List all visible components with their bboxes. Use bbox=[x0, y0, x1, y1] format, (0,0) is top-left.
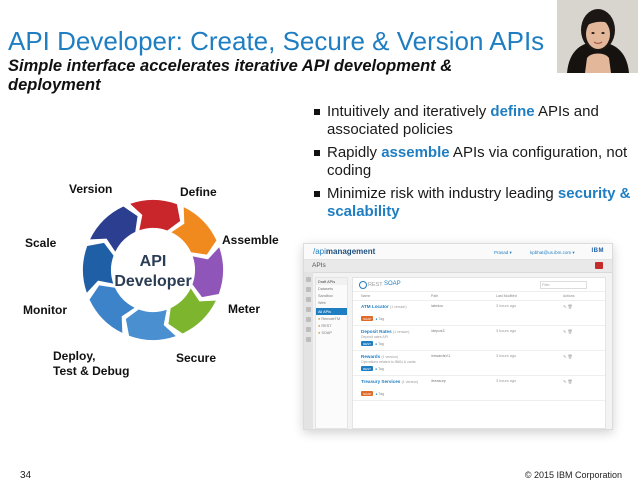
sidebar-item-all-apis[interactable]: All APIs bbox=[316, 308, 347, 315]
bullet-define: Intuitively and iteratively define APIs … bbox=[313, 103, 633, 139]
cycle-segment-monitor bbox=[89, 285, 135, 333]
api-name[interactable]: Deposit Rates (1 version) bbox=[361, 329, 410, 334]
column-last-modified[interactable]: Last Modified bbox=[496, 294, 517, 298]
tab-rest[interactable]: REST bbox=[368, 281, 383, 288]
api-description: Deposit rates API bbox=[361, 335, 389, 339]
sidebar-item-soap[interactable]: SOAP bbox=[316, 329, 347, 336]
row-actions[interactable]: ✎ 🗑 bbox=[563, 354, 573, 359]
page-number: 34 bbox=[20, 470, 32, 481]
cycle-segment-secure bbox=[168, 288, 216, 334]
api-name[interactable]: ATM Locator (1 version) bbox=[361, 304, 407, 309]
api-path: /treasury bbox=[431, 379, 446, 383]
sidebar-item-sandbox[interactable]: Sandbox bbox=[318, 293, 333, 298]
panel-toolbar: REST SOAP Filter bbox=[353, 278, 605, 292]
stage-version: Version bbox=[69, 182, 113, 196]
column-name[interactable]: Name bbox=[361, 294, 371, 298]
stage-meter: Meter bbox=[228, 302, 261, 316]
sidebar-item-web[interactable]: Web bbox=[318, 300, 326, 305]
stage-monitor: Monitor bbox=[23, 303, 67, 317]
api-tags: RESTTag bbox=[361, 341, 384, 347]
products-icon[interactable] bbox=[306, 297, 311, 302]
nav-rail bbox=[304, 272, 313, 429]
settings-icon[interactable] bbox=[306, 327, 311, 332]
sidebar-item-draft-apis[interactable]: Draft APIs bbox=[316, 278, 347, 285]
user-menu[interactable]: Prasad ▾ bbox=[494, 250, 512, 255]
table-row[interactable]: Deposit Rates (1 version) Deposit rates … bbox=[353, 326, 605, 351]
row-actions[interactable]: ✎ 🗑 bbox=[563, 379, 573, 384]
stage-secure: Secure bbox=[176, 351, 217, 365]
api-name[interactable]: Treasury Services (1 version) bbox=[361, 379, 419, 384]
api-modified: 3 hours ago bbox=[496, 379, 517, 383]
stage-deploy: Deploy, bbox=[53, 349, 96, 363]
cycle-segment-meter bbox=[192, 247, 223, 298]
column-actions: Actions bbox=[563, 294, 575, 298]
feature-bullet-list: Intuitively and iteratively define APIs … bbox=[313, 103, 633, 226]
section-title: APIs bbox=[312, 262, 326, 269]
api-modified: 3 hours ago bbox=[496, 304, 517, 308]
stage-define: Define bbox=[180, 185, 217, 199]
highlight-define: define bbox=[490, 103, 535, 120]
api-list-panel: REST SOAP Filter Name Path Last Modified… bbox=[352, 277, 606, 429]
cycle-center bbox=[114, 231, 192, 309]
sidebar-item-rest[interactable]: REST bbox=[316, 322, 347, 329]
api-modified: 3 hours ago bbox=[496, 329, 517, 333]
api-modified: 3 hours ago bbox=[496, 354, 517, 358]
filter-input[interactable]: Filter bbox=[540, 280, 587, 289]
column-path[interactable]: Path bbox=[431, 294, 439, 298]
slide-title: API Developer: Create, Secure & Version … bbox=[8, 26, 545, 56]
api-sidebar: Draft APIs Datasets Sandbox Web All APIs… bbox=[315, 277, 348, 429]
api-tags: SOAPTag bbox=[361, 316, 384, 322]
api-description: Operations related to IBAN & cards bbox=[361, 360, 416, 364]
sidebar-item-datasets[interactable]: Datasets bbox=[318, 286, 333, 291]
ibm-logo: IBM bbox=[591, 248, 604, 254]
presenter-photo bbox=[557, 0, 638, 73]
section-bar: APIs bbox=[304, 260, 612, 273]
api-tags: RESTTag bbox=[361, 366, 384, 372]
api-icon[interactable] bbox=[306, 287, 311, 292]
api-management-logo[interactable]: /apimanagement bbox=[313, 247, 376, 256]
analytics-icon[interactable] bbox=[306, 317, 311, 322]
table-row[interactable]: ATM Locator (1 version) SOAPTag /atmloc … bbox=[353, 301, 605, 326]
api-path: /atmloc bbox=[431, 304, 444, 308]
api-path: /rewardsV1 bbox=[431, 354, 451, 358]
slide-subtitle: Simple interface accelerates iterative A… bbox=[8, 57, 453, 94]
lifecycle-diagram bbox=[0, 170, 300, 390]
cycle-segment-assemble bbox=[171, 207, 217, 255]
row-actions[interactable]: ✎ 🗑 bbox=[563, 304, 573, 309]
table-row[interactable]: Treasury Services (1 version) SOAPTag /t… bbox=[353, 376, 605, 401]
tab-soap[interactable]: SOAP bbox=[384, 280, 401, 287]
bullet-assemble: Rapidly assemble APIs via configuration,… bbox=[313, 144, 633, 180]
api-tags: SOAPTag bbox=[361, 391, 384, 397]
api-name[interactable]: Rewards (1 version) bbox=[361, 354, 398, 359]
app-header: /apimanagement Prasad ▾ kpbhat@us.ibm.co… bbox=[304, 244, 612, 260]
users-icon[interactable] bbox=[306, 337, 311, 342]
highlight-assemble: assemble bbox=[381, 144, 450, 161]
plans-icon[interactable] bbox=[306, 307, 311, 312]
table-header: Name Path Last Modified Actions bbox=[353, 292, 605, 301]
stage-scale: Scale bbox=[25, 236, 57, 250]
home-icon[interactable] bbox=[306, 277, 311, 282]
row-actions[interactable]: ✎ 🗑 bbox=[563, 329, 573, 334]
cycle-segment-version bbox=[90, 206, 138, 252]
add-circle-icon[interactable] bbox=[359, 281, 367, 289]
bullet-security: Minimize risk with industry leading secu… bbox=[313, 185, 633, 221]
stage-assemble: Assemble bbox=[222, 233, 279, 247]
add-api-button[interactable] bbox=[595, 262, 603, 269]
account-email-menu[interactable]: kpbhat@us.ibm.com ▾ bbox=[530, 250, 575, 255]
cycle-center-label: API Developer bbox=[114, 253, 192, 290]
copyright: © 2015 IBM Corporation bbox=[524, 470, 622, 480]
cycle-segment-define bbox=[130, 200, 181, 231]
api-management-screenshot: /apimanagement Prasad ▾ kpbhat@us.ibm.co… bbox=[303, 243, 613, 430]
stage-test-debug: Test & Debug bbox=[53, 364, 130, 378]
api-path: /depos3 bbox=[431, 329, 445, 333]
cycle-segment-scale bbox=[83, 242, 114, 293]
highlight-security: security & scalability bbox=[327, 185, 631, 220]
cycle-segment-deploy bbox=[125, 309, 176, 340]
sidebar-item-remotetm[interactable]: RemoteTM bbox=[316, 315, 347, 322]
table-row[interactable]: Rewards (1 version) Operations related t… bbox=[353, 351, 605, 376]
